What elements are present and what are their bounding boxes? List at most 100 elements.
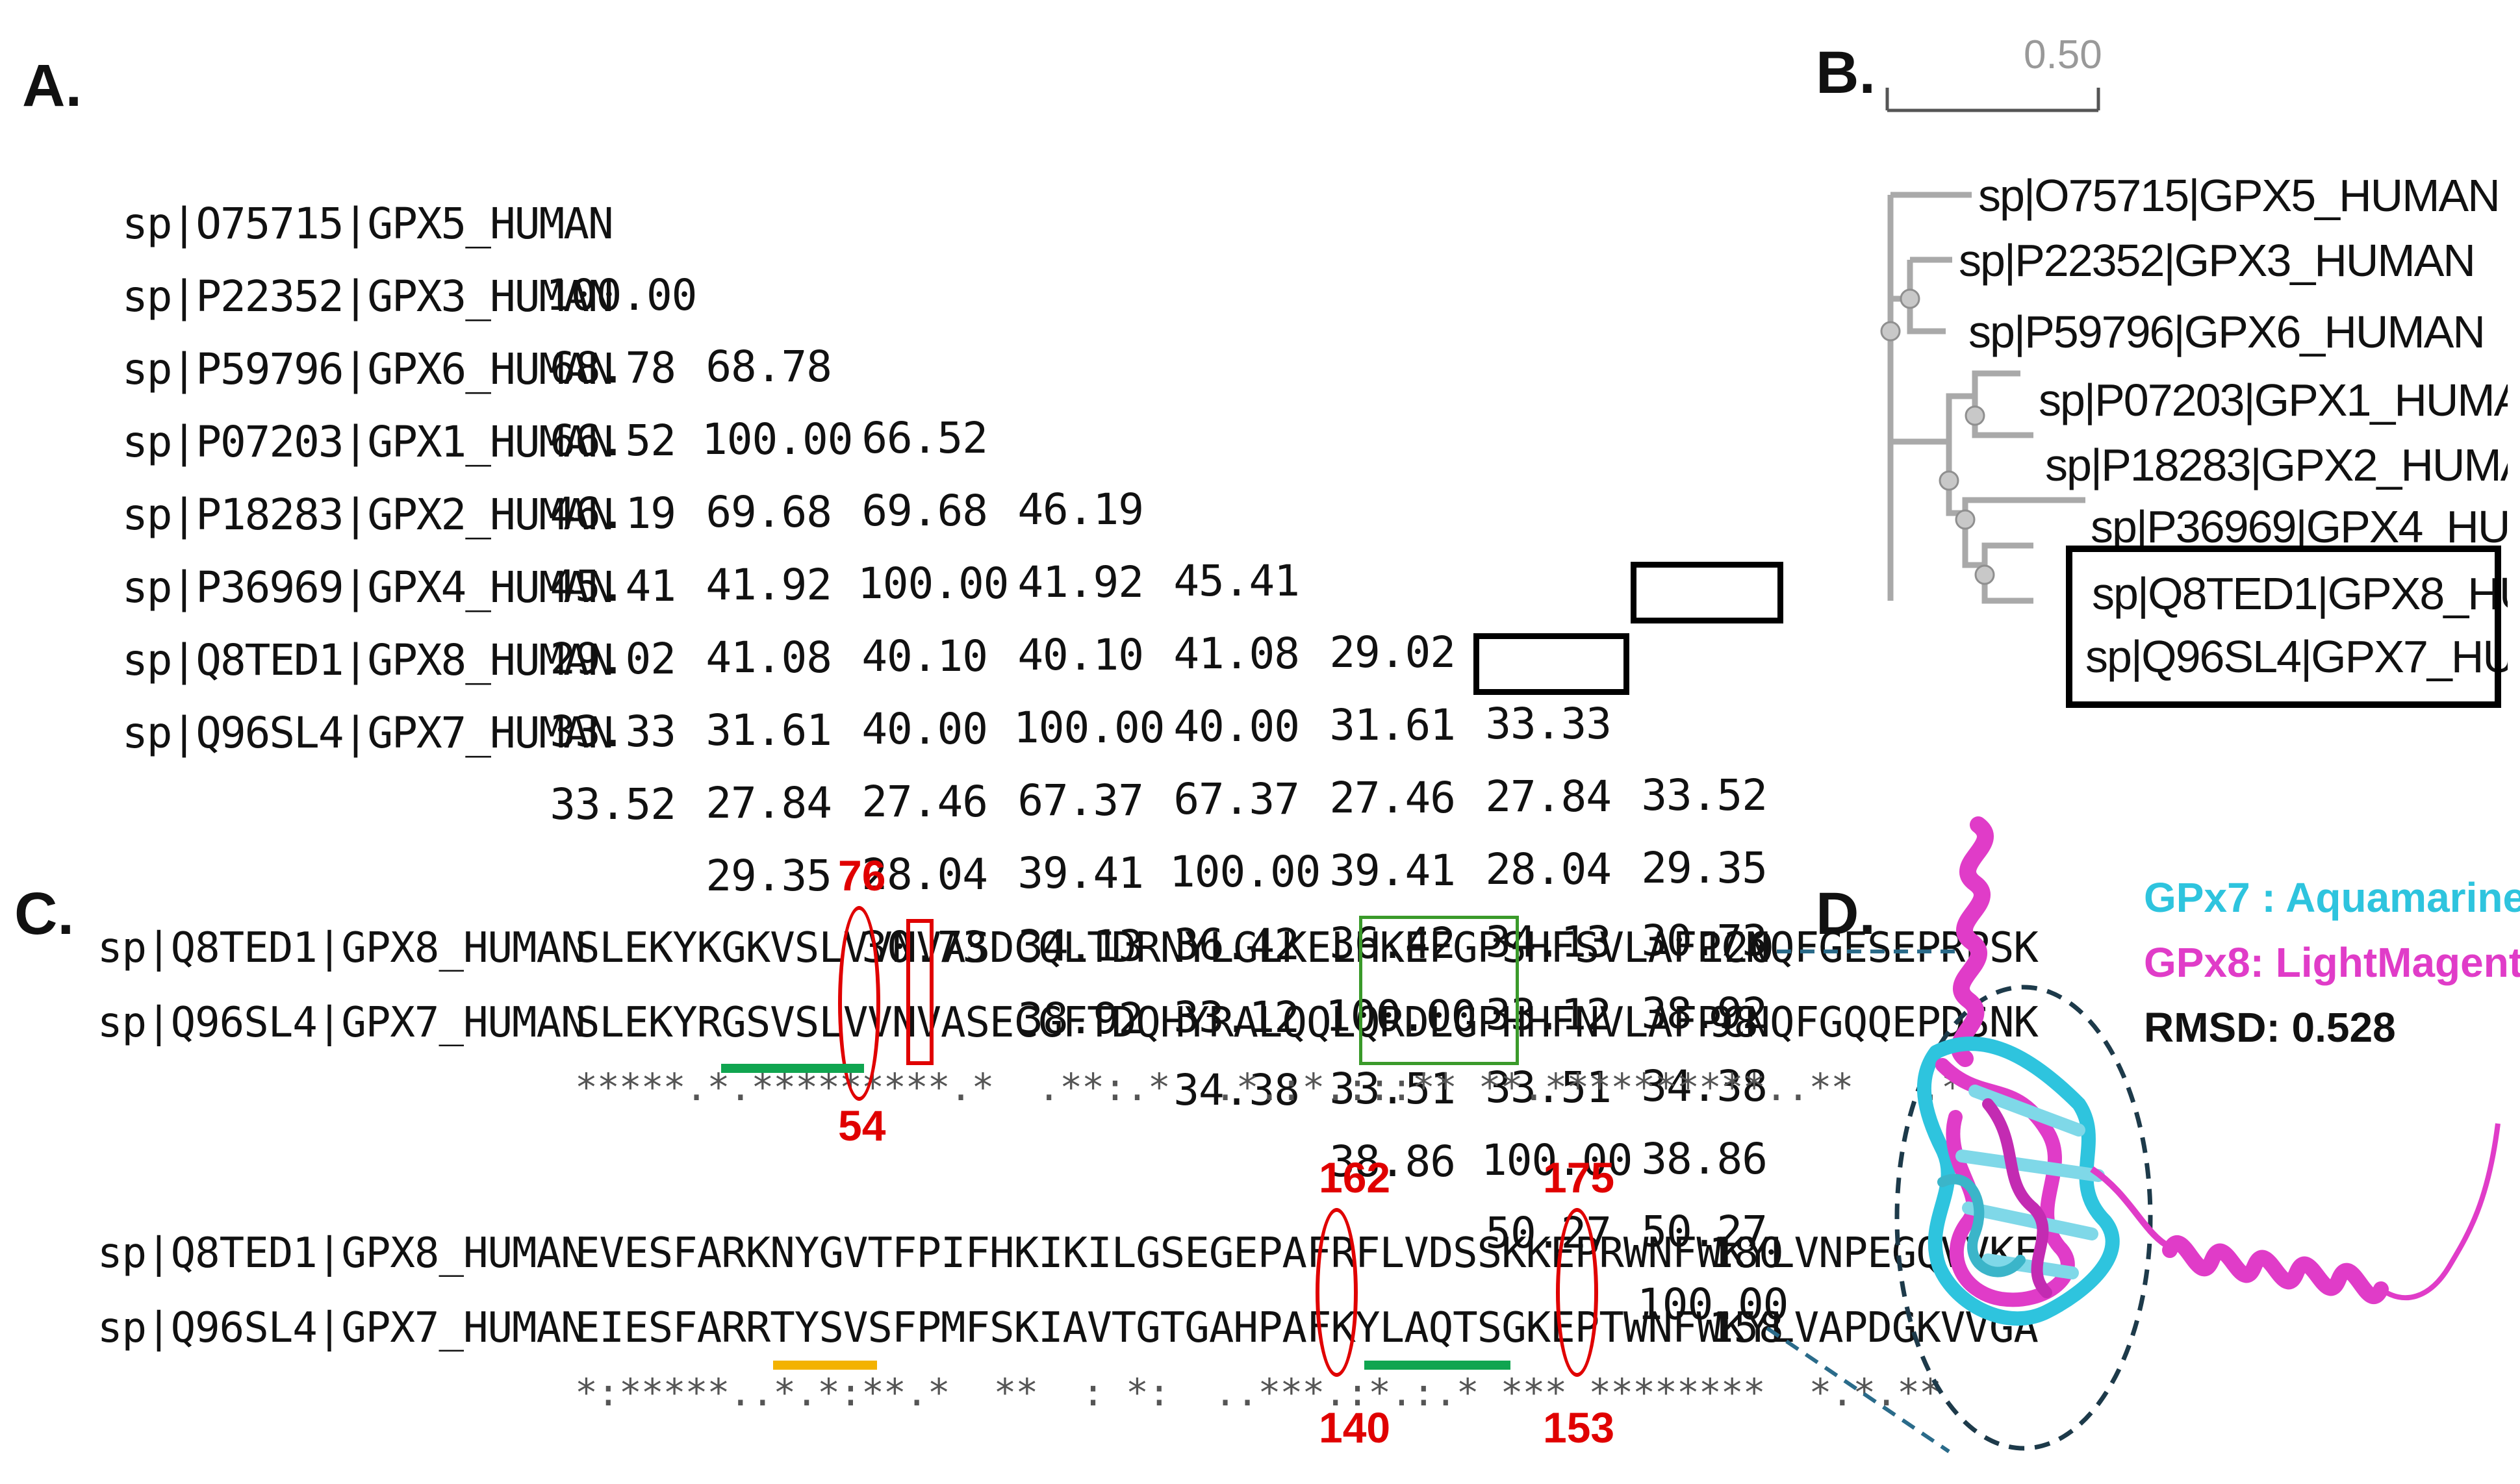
matrix-cell: 33.33	[550, 707, 676, 757]
legend-gpx8: GPx8: LightMagenta	[2144, 939, 2520, 986]
matrix-cell: 45.41	[550, 561, 676, 611]
tree-highlight-box	[2066, 546, 2501, 708]
alignment-name: sp|Q96SL4|GPX7_HUMAN	[97, 999, 586, 1047]
matrix-cell: 30.73	[861, 922, 988, 972]
alignment-sequence: SLEKYRGSVSLVVNVASECGFTDQHYRALQQLQRDLGPHH…	[575, 999, 2039, 1047]
matrix-cell: 41.08	[706, 633, 832, 683]
matrix-cell: 27.46	[1329, 773, 1456, 823]
matrix-cell: 67.37	[1173, 774, 1300, 824]
tree-node	[1880, 321, 1901, 342]
matrix-cell: 29.35	[1641, 843, 1768, 893]
residue-circle-175	[1556, 1208, 1598, 1377]
matrix-row-name: sp|P18283|GPX2_HUMAN	[122, 490, 614, 540]
matrix-cell: 66.52	[550, 416, 676, 466]
matrix-cell: 33.52	[1641, 770, 1768, 820]
matrix-cell: 33.33	[1485, 699, 1612, 749]
tree-leaf: sp|P36969|GPX4_HUMAN	[2091, 501, 2508, 552]
tree-leaf: sp|P18283|GPX2_HUMAN	[2045, 440, 2508, 490]
matrix-cell: 29.02	[1329, 627, 1456, 677]
matrix-cell: 34.13	[1485, 917, 1612, 967]
matrix-cell: 38.86	[1641, 1134, 1768, 1184]
matrix-cell: 33.52	[550, 779, 676, 829]
matrix-cell: 41.08	[1173, 629, 1300, 679]
matrix-row-name: sp|P07203|GPX1_HUMAN	[122, 417, 614, 467]
matrix-cell: 69.68	[861, 486, 988, 536]
residue-number-153: 153	[1543, 1403, 1615, 1452]
matrix-row-name: sp|P36969|GPX4_HUMAN	[122, 562, 614, 612]
alignment-consensus: *:*****..*.*:**.* ** : *: ..***.:*.:.* *…	[575, 1370, 1942, 1415]
matrix-row-name: sp|P22352|GPX3_HUMAN	[122, 271, 614, 321]
matrix-cell: 40.00	[861, 704, 988, 754]
alignment-end-number: 120	[1699, 924, 1774, 972]
matrix-cell: 31.61	[1329, 700, 1456, 750]
motif-box-lafpcnqf	[1359, 916, 1519, 1065]
matrix-cell: 36.42	[1173, 920, 1300, 970]
motif-underline-green-2	[1364, 1361, 1510, 1370]
matrix-cell: 36.42	[1329, 918, 1456, 968]
residue-circle-76	[838, 906, 880, 1101]
matrix-cell: 46.19	[1017, 484, 1144, 534]
matrix-cell: 33.51	[1329, 1064, 1456, 1114]
panel-a-label: A.	[22, 53, 82, 119]
matrix-cell: 100.00	[1169, 847, 1321, 897]
matrix-cell: 28.04	[861, 849, 988, 899]
tree-leaf: sp|O75715|GPX5_HUMAN	[1978, 170, 2499, 221]
residue-number-175: 175	[1543, 1153, 1615, 1201]
matrix-cell: 40.00	[1173, 701, 1300, 751]
alignment-name: sp|Q8TED1|GPX8_HUMAN	[97, 1229, 586, 1277]
matrix-cell: 29.02	[550, 634, 676, 684]
matrix-cell: 40.10	[1017, 630, 1144, 680]
matrix-row: sp|P18283|GPX2_HUMAN 45.41 41.08 40.00 6…	[0, 408, 1819, 1111]
residue-box-cys	[906, 919, 934, 1065]
matrix-row-name: sp|Q8TED1|GPX8_HUMAN	[122, 635, 614, 685]
matrix-cell: 38.86	[1329, 1137, 1456, 1187]
matrix-cell: 31.61	[706, 705, 832, 755]
matrix-row-name: sp|O75715|GPX5_HUMAN	[122, 199, 614, 249]
gpx8-c-terminal-linker	[2090, 1166, 2172, 1250]
matrix-cell: 27.84	[1485, 772, 1612, 822]
matrix-cell: 34.38	[1173, 1065, 1300, 1115]
alignment-consensus: *****.*.*********.* .**:.* .*.:*.:::** *…	[575, 1065, 1964, 1109]
tree-node	[1939, 470, 1959, 491]
alignment-sequence: EIESFARRTYSVSFPMFSKIAVTGTGAHPAFKYLAQTSGK…	[575, 1304, 2039, 1352]
matrix-cell: 67.37	[1017, 775, 1144, 825]
matrix-cell: 100.00	[1481, 1135, 1633, 1185]
matrix-cell: 34.38	[1641, 1061, 1768, 1111]
legend-gpx7: GPx7 : Aquamarine	[2144, 874, 2520, 921]
gpx8-c-terminal-tail	[2379, 1123, 2501, 1301]
matrix-row-name: sp|Q96SL4|GPX7_HUMAN	[122, 708, 614, 758]
matrix-cell: 41.92	[1017, 557, 1144, 607]
alignment-end-number: 158	[1709, 1304, 1784, 1352]
highlight-box-gpx8-gpx7	[1631, 562, 1783, 623]
matrix-row: sp|Q8TED1|GPX8_HUMAN 33.33 27.84 28.04 3…	[0, 553, 1819, 1257]
matrix-cell: 39.41	[1017, 848, 1144, 898]
motif-underline-yellow	[773, 1361, 877, 1370]
matrix-cell: 100.00	[858, 559, 1009, 609]
scale-bar-label: 0.50	[2024, 32, 2102, 77]
alignment-name: sp|Q8TED1|GPX8_HUMAN	[97, 924, 586, 972]
matrix-cell: 41.92	[706, 560, 832, 610]
scale-bar	[1885, 88, 2100, 112]
tree-leaf: sp|P22352|GPX3_HUMAN	[1959, 235, 2475, 286]
matrix-cell: 33.51	[1485, 1063, 1612, 1113]
alignment-end-number: 180	[1709, 1229, 1784, 1277]
highlight-box-gpx7-gpx8	[1473, 633, 1629, 695]
matrix-cell: 30.73	[1641, 916, 1768, 966]
alignment-sequence: SLEKYKGKVSLVVNVASDCQLTDRNYLGLKELHKEFGPSH…	[575, 924, 2039, 972]
matrix-cell: 28.04	[1485, 844, 1612, 894]
protein-core	[1916, 1037, 2120, 1326]
matrix-cell: 39.41	[1329, 846, 1456, 896]
matrix-cell: 66.52	[861, 413, 988, 463]
gpx8-n-terminal-helix	[1951, 816, 1994, 1067]
tree-node	[1965, 405, 1985, 426]
motif-underline-green	[721, 1064, 864, 1073]
matrix-cell: 27.46	[861, 777, 988, 827]
alignment-sequence: EVESFARKNYGVTFPIFHKIKILGSEGEPAFRFLVDSSKK…	[575, 1229, 2039, 1277]
matrix-cell: 100.00	[1013, 703, 1165, 753]
phylogenetic-tree: 0.50 sp|O75715|GPX5_HUMAN sp|P22352|GPX3…	[1880, 32, 2508, 708]
residue-circle-162	[1316, 1208, 1358, 1377]
matrix-cell: 100.00	[1637, 1279, 1788, 1329]
matrix-cell: 33.12	[1173, 992, 1300, 1042]
matrix-row: sp|P36969|GPX4_HUMAN 29.02 31.61 27.46 3…	[0, 481, 1819, 1184]
